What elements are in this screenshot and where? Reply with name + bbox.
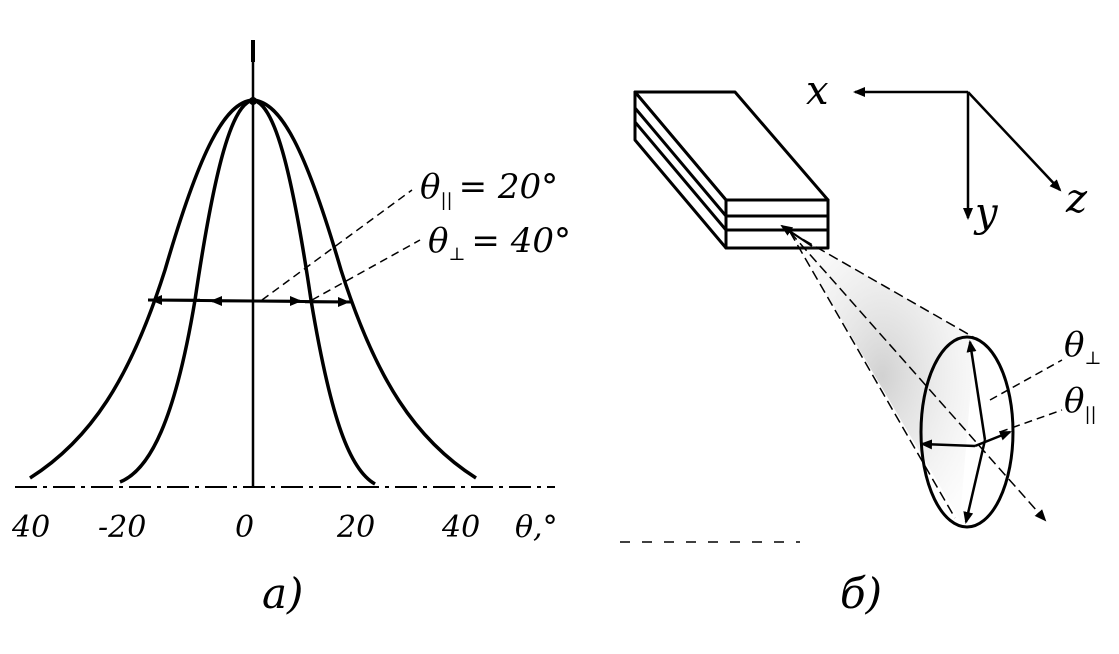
laser-chip (633, 90, 830, 250)
cone-edge-bottom (789, 231, 956, 519)
perp-arrow-up (966, 340, 987, 441)
label-parallel-b: θ|| (1064, 381, 1097, 425)
tick-label-20: 20 (336, 510, 375, 545)
axis-y-label: y (973, 190, 999, 236)
axis-x-label: x (806, 68, 829, 114)
far-field-ellipse (919, 335, 1015, 529)
narrow-curve (119, 98, 376, 486)
cone-edge-top (789, 231, 976, 339)
panel-b: x y z θ⊥ θ|| б) (633, 68, 1101, 618)
panel-a: 40 -20 0 20 40 θ,° θ||= 20° θ⊥= 40° a) (11, 40, 571, 618)
caption-b: б) (840, 569, 882, 618)
leader-perp-b (989, 359, 1063, 401)
perp-arrow-down (963, 439, 987, 524)
parallel-arrow-left (920, 439, 976, 450)
tick-label-0: 0 (235, 510, 254, 545)
caption-a: a) (262, 569, 303, 618)
tick-label-neg40: 40 (11, 510, 50, 545)
leader-parallel-b (999, 409, 1063, 433)
tick-label-40: 40 (441, 510, 480, 545)
beam-axis (789, 231, 1047, 522)
annotation-perp: θ⊥= 40° (428, 221, 571, 265)
leader-parallel (261, 189, 413, 301)
tick-label-neg20: -20 (98, 510, 146, 545)
axis-z-label: z (1065, 176, 1088, 222)
leader-perp (311, 239, 421, 301)
beam-cone (790, 232, 975, 520)
emission-arrow (780, 224, 813, 247)
label-perp-b: θ⊥ (1064, 325, 1101, 369)
parallel-arrow-right (974, 430, 1012, 448)
annotation-parallel: θ||= 20° (420, 167, 558, 211)
axis-unit-label: θ,° (515, 510, 558, 545)
z-axis-arrow (967, 91, 1062, 192)
